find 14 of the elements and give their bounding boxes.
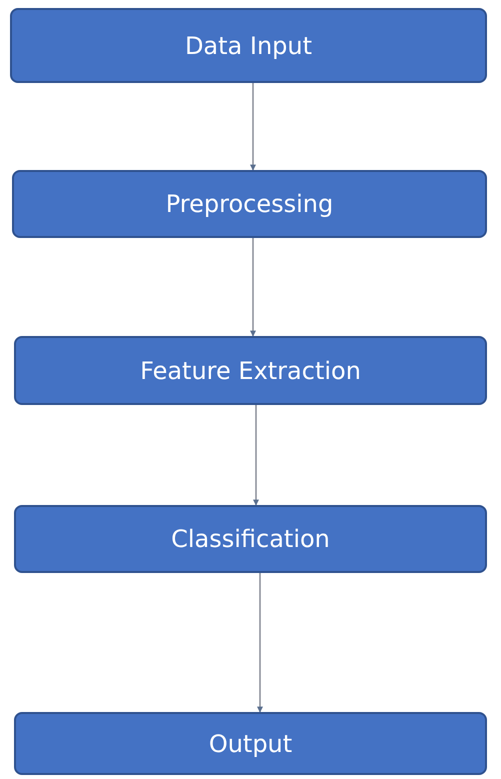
process-box <box>10 8 487 83</box>
process-box <box>14 336 487 405</box>
arrow <box>257 573 263 713</box>
process-box <box>12 170 487 238</box>
arrow <box>253 405 259 506</box>
arrow <box>250 238 256 337</box>
process-box <box>14 505 487 573</box>
arrow <box>250 83 256 171</box>
box-label: Preprocessing <box>166 189 334 219</box>
box-label: Data Input <box>184 30 312 60</box>
box-label: Classification <box>171 524 330 554</box>
box-label: Output <box>208 728 292 758</box>
box-label: Feature Extraction <box>140 356 361 386</box>
process-box <box>14 712 487 775</box>
